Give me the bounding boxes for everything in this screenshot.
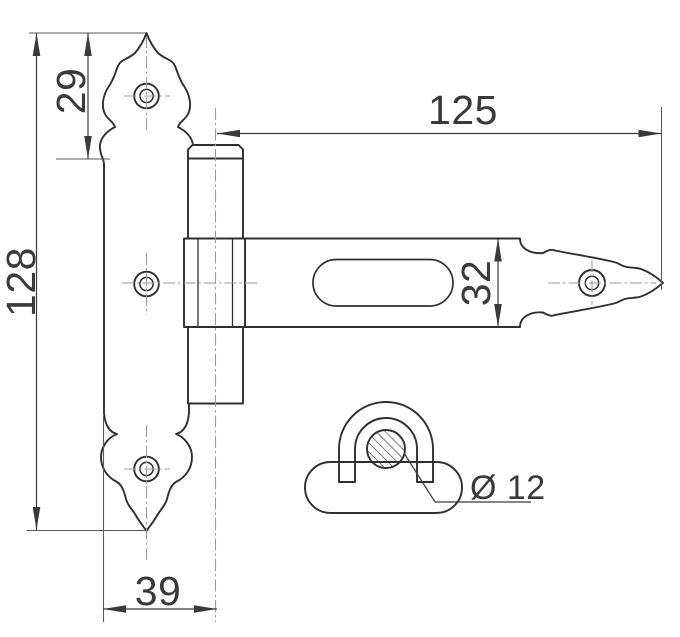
dimension-label-strap-length: 125 bbox=[428, 87, 498, 133]
detail-pin-hatch bbox=[367, 430, 405, 468]
arrow-up-icon bbox=[494, 238, 502, 262]
arrow-right-icon bbox=[638, 129, 662, 138]
dimension-label-strap-width: 32 bbox=[453, 260, 499, 307]
dimension-label-overall-height: 128 bbox=[0, 247, 44, 317]
dimension-label-top-finial: 29 bbox=[48, 68, 94, 115]
detail-base-plate bbox=[304, 461, 463, 514]
arrow-down-icon bbox=[84, 136, 92, 159]
arrow-left-icon bbox=[217, 129, 240, 138]
dimension-label-pin-diameter: Ø 12 bbox=[470, 469, 546, 507]
diameter-leader-line bbox=[403, 452, 531, 503]
arrow-down-icon bbox=[494, 304, 502, 327]
detail-pin-section bbox=[366, 429, 406, 469]
dimension-strap-length: 125 bbox=[217, 87, 663, 290]
arrow-right-icon bbox=[194, 605, 217, 613]
dimension-overall-height: 128 bbox=[0, 32, 147, 532]
arrow-left-icon bbox=[103, 605, 126, 613]
pin-detail-view bbox=[304, 401, 531, 514]
detail-staple bbox=[338, 401, 434, 483]
arrow-down-icon bbox=[32, 507, 41, 530]
arrow-up-icon bbox=[84, 33, 92, 56]
dimension-strap-width: 32 bbox=[453, 238, 502, 327]
dimension-plate-width: 39 bbox=[102, 416, 217, 622]
dimension-top-finial: 29 bbox=[48, 33, 110, 160]
centerlines bbox=[122, 36, 656, 622]
dimension-label-plate-width: 39 bbox=[135, 568, 182, 614]
dimension-pin-diameter: Ø 12 bbox=[470, 469, 546, 507]
strap-slot bbox=[312, 258, 454, 307]
arrow-up-icon bbox=[32, 33, 41, 56]
